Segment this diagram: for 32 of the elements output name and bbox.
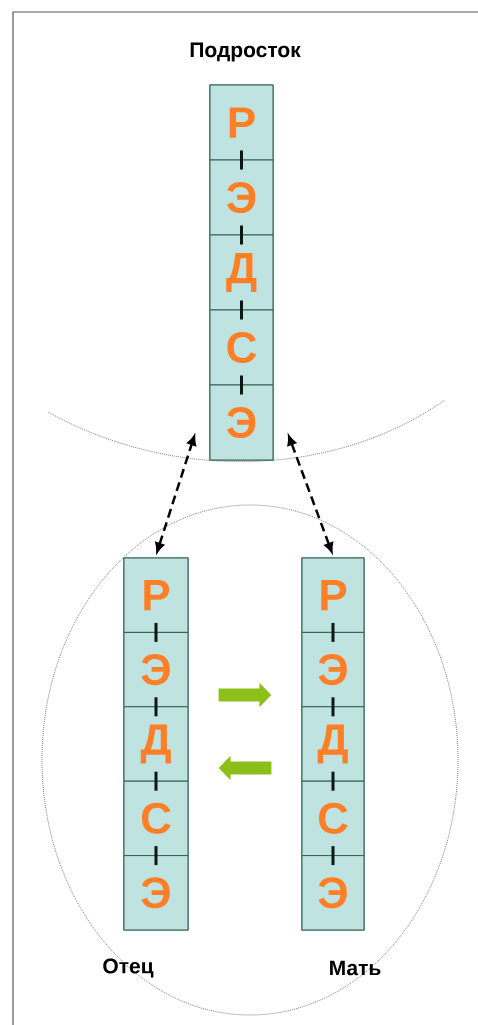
gene-cell: Р — [209, 84, 274, 161]
chain-link — [331, 622, 335, 642]
gene-cell: Р — [123, 557, 189, 633]
chain-link — [240, 150, 243, 170]
gene-cell: Э — [123, 631, 189, 708]
dashed-arrow — [287, 435, 334, 553]
chain-link — [331, 771, 335, 791]
gene-cell: Д — [123, 706, 189, 782]
gene-cell: Э — [123, 855, 189, 931]
gene-cell: С — [123, 780, 189, 857]
chain-link — [154, 771, 158, 791]
gene-cell: С — [301, 780, 365, 857]
column-heading: Мать — [330, 960, 381, 976]
chain-link — [331, 697, 335, 717]
gene-cell: Э — [301, 855, 365, 931]
gene-cell: Э — [209, 159, 274, 236]
chain-link — [154, 697, 158, 717]
chain-link — [331, 846, 335, 866]
chain-link — [154, 622, 158, 642]
column-heading: Отец — [103, 958, 154, 978]
gene-cell: Д — [209, 234, 274, 311]
column-heading: Подросток — [190, 42, 301, 62]
chain-link — [240, 375, 243, 395]
gene-cell: С — [209, 309, 274, 386]
gene-cell: Д — [301, 706, 365, 782]
chain-link — [154, 846, 158, 866]
chain-link — [240, 225, 243, 245]
gene-cell: Э — [301, 631, 365, 708]
dashed-arrow — [155, 435, 197, 553]
gene-cell: Р — [301, 557, 365, 633]
chain-link — [240, 300, 243, 320]
gene-cell: Э — [209, 384, 274, 461]
